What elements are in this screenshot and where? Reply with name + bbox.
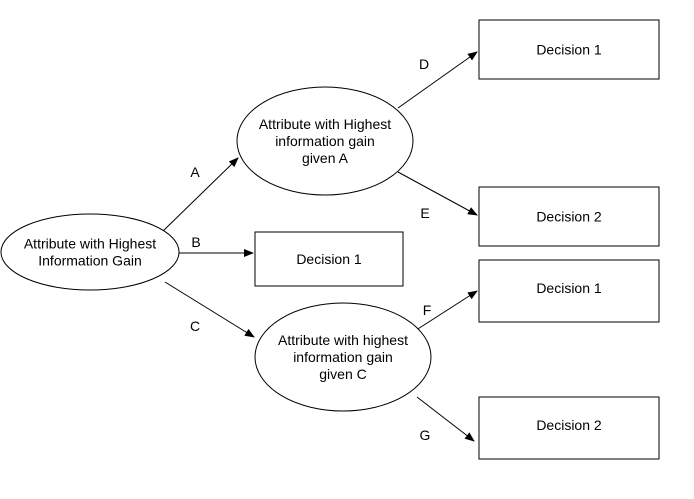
edge-d: D (397, 51, 478, 109)
node-label-line: given A (302, 150, 349, 166)
attribute-node-ellipse (254, 302, 432, 412)
edge-e: E (397, 171, 478, 221)
node-decF: Decision 1 (478, 259, 660, 323)
edge-arrow-c (164, 281, 255, 338)
node-label-line: Decision 1 (536, 42, 602, 58)
edge-arrow-a (161, 157, 239, 233)
node-decB: Decision 1 (254, 231, 404, 287)
edge-label-e: E (420, 205, 429, 221)
attribute-node-ellipse (0, 213, 180, 291)
decision-node-box (478, 259, 660, 323)
node-label-line: Decision 1 (536, 280, 602, 296)
node-decD: Decision 1 (478, 19, 660, 80)
node-label-line: Attribute with Highest (259, 116, 391, 132)
edge-label-f: F (423, 302, 432, 318)
node-label-line: given C (319, 366, 366, 382)
node-label-line: information gain (293, 349, 393, 365)
node-decE: Decision 2 (478, 186, 660, 247)
edges-layer: A B C D E F G (161, 51, 478, 443)
edge-arrow-e (397, 171, 478, 216)
attribute-node-ellipse (236, 86, 414, 196)
decision-node-box (478, 186, 660, 247)
node-label-line: Attribute with highest (278, 332, 408, 348)
decision-node-box (478, 19, 660, 80)
decision-node-box (254, 231, 404, 287)
edge-label-d: D (419, 56, 429, 72)
node-decG: Decision 2 (478, 396, 660, 460)
edge-g: G (416, 396, 475, 443)
node-label-line: Decision 2 (536, 209, 602, 225)
edge-arrow-d (397, 51, 478, 109)
node-label-line: Decision 1 (296, 251, 362, 267)
edge-label-g: G (420, 427, 431, 443)
edge-a: A (161, 157, 239, 233)
edge-arrow-g (416, 396, 475, 442)
node-label-line: information gain (275, 133, 375, 149)
edge-arrow-f (409, 290, 478, 335)
edge-b: B (178, 234, 254, 257)
node-label-line: Attribute with Highest (24, 236, 156, 252)
decision-node-box (478, 396, 660, 460)
edge-label-b: B (191, 234, 200, 250)
node-label-line: Decision 2 (536, 417, 602, 433)
edge-label-a: A (190, 164, 200, 180)
edge-c: C (164, 281, 255, 338)
node-label-line: Information Gain (38, 253, 142, 269)
edge-label-c: C (190, 318, 200, 334)
edge-f: F (409, 290, 478, 335)
